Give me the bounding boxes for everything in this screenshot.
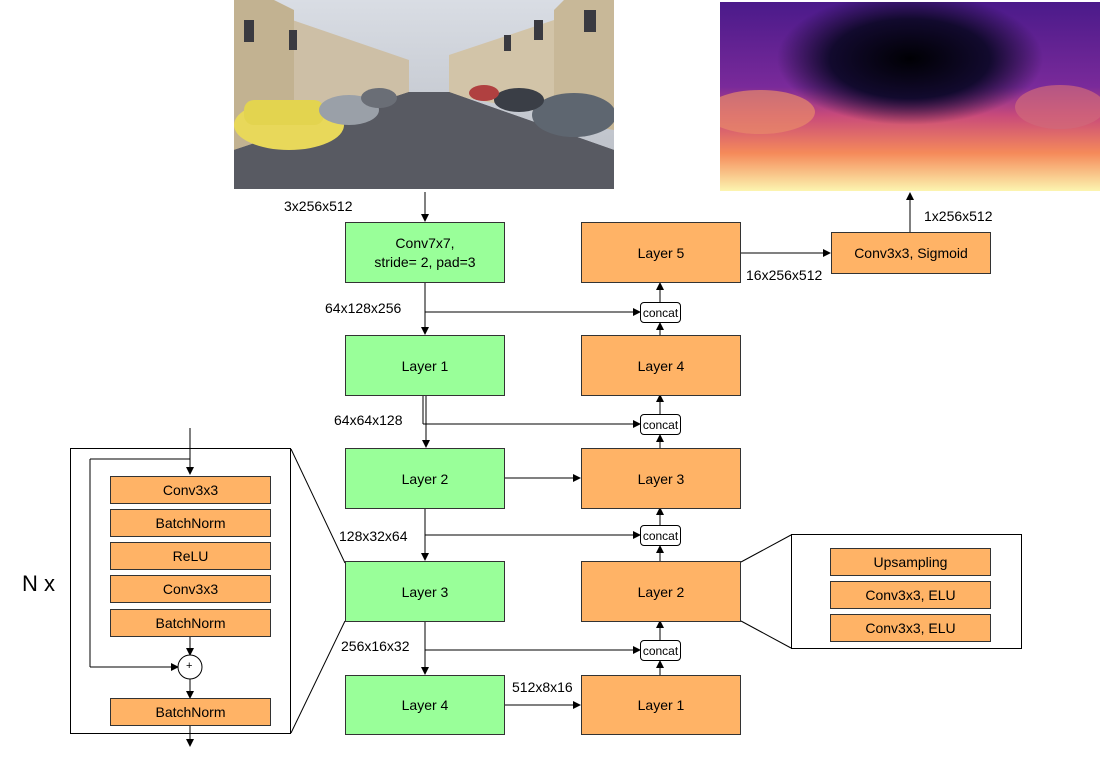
encoder-layer-4: Layer 4 bbox=[345, 675, 505, 735]
encoder-layer-1: Layer 1 bbox=[345, 335, 505, 396]
decoder-layer-1-label: Layer 1 bbox=[637, 697, 685, 713]
output-image bbox=[720, 2, 1100, 191]
res-op-batchnorm-1: BatchNorm bbox=[110, 509, 271, 537]
street-photo-icon bbox=[234, 0, 614, 189]
decoder-final-conv-label: Conv3x3, Sigmoid bbox=[854, 245, 968, 261]
concat-node-2: concat bbox=[640, 525, 681, 546]
upsample-block-panel bbox=[791, 534, 1022, 649]
res-op-batchnorm-final: BatchNorm bbox=[110, 698, 271, 726]
decoder-layer-3: Layer 3 bbox=[581, 448, 741, 509]
res-op-conv3x3-2: Conv3x3 bbox=[110, 575, 271, 603]
shape-label-decoder-out: 16x256x512 bbox=[746, 267, 823, 283]
encoder-conv-label: Conv7x7, stride= 2, pad=3 bbox=[374, 234, 476, 270]
repeat-label: N x bbox=[22, 571, 55, 596]
residual-block-panel bbox=[70, 448, 291, 734]
res-op-conv3x3-1: Conv3x3 bbox=[110, 476, 271, 504]
input-image bbox=[234, 0, 614, 189]
shape-label-conv: 64x128x256 bbox=[325, 300, 402, 316]
encoder-layer-2-label: Layer 2 bbox=[401, 470, 449, 487]
decoder-layer-2-label: Layer 2 bbox=[637, 583, 685, 600]
decoder-layer-4: Layer 4 bbox=[581, 335, 741, 396]
shape-label-layer3: 256x16x32 bbox=[341, 638, 410, 654]
concat-node-1: concat bbox=[640, 640, 681, 661]
depth-map-icon bbox=[720, 2, 1100, 191]
res-op-batchnorm-2: BatchNorm bbox=[110, 609, 271, 637]
shape-label-layer4: 512x8x16 bbox=[512, 679, 573, 695]
decoder-layer-5: Layer 5 bbox=[581, 222, 741, 283]
encoder-layer-3: Layer 3 bbox=[345, 561, 505, 622]
encoder-layer-1-label: Layer 1 bbox=[401, 357, 449, 374]
decoder-layer-3-label: Layer 3 bbox=[637, 470, 685, 487]
decoder-final-conv: Conv3x3, Sigmoid bbox=[831, 232, 991, 274]
encoder-conv7x7: Conv7x7, stride= 2, pad=3 bbox=[345, 222, 505, 283]
encoder-layer-2: Layer 2 bbox=[345, 448, 505, 509]
concat-node-3: concat bbox=[640, 414, 681, 435]
sum-node bbox=[177, 654, 203, 680]
decoder-layer-4-label: Layer 4 bbox=[637, 357, 685, 374]
sum-symbol: + bbox=[186, 660, 193, 672]
shape-label-layer2: 128x32x64 bbox=[339, 528, 408, 544]
concat-node-4: concat bbox=[640, 302, 681, 323]
encoder-layer-3-label: Layer 3 bbox=[401, 583, 449, 600]
encoder-layer-4-label: Layer 4 bbox=[401, 697, 449, 713]
decoder-layer-1: Layer 1 bbox=[581, 675, 741, 735]
up-op-conv-elu-1: Conv3x3, ELU bbox=[830, 581, 991, 609]
up-op-conv-elu-2: Conv3x3, ELU bbox=[830, 614, 991, 642]
output-shape-label: 1x256x512 bbox=[924, 208, 993, 224]
shape-label-layer1: 64x64x128 bbox=[334, 412, 403, 428]
input-shape-label: 3x256x512 bbox=[284, 198, 353, 214]
res-op-relu: ReLU bbox=[110, 542, 271, 570]
decoder-layer-2: Layer 2 bbox=[581, 561, 741, 622]
decoder-layer-5-label: Layer 5 bbox=[637, 244, 685, 261]
up-op-upsampling: Upsampling bbox=[830, 548, 991, 576]
